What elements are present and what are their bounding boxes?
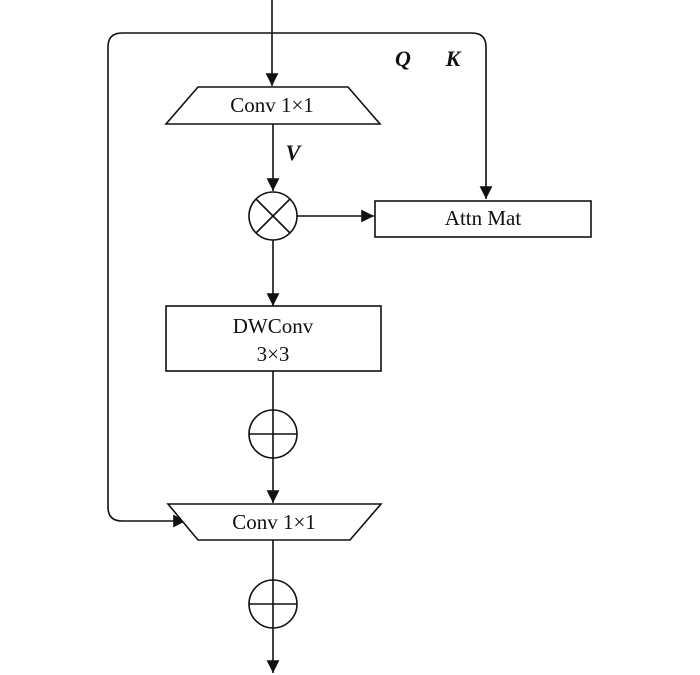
qk-line — [272, 32, 493, 199]
multiply-operator-icon — [248, 191, 298, 241]
attn-mat-label: Attn Mat — [445, 206, 522, 230]
add-operator-icon-2 — [248, 579, 298, 629]
dwconv-label-line2: 3×3 — [257, 342, 290, 366]
conv-top-block — [164, 86, 382, 125]
k-label: K — [445, 46, 462, 71]
conv-bottom-label: Conv 1×1 — [232, 510, 316, 534]
skip-connection-line — [107, 32, 272, 528]
v-label: V — [286, 140, 303, 165]
conv-bottom-block — [166, 503, 383, 541]
attn-mat-block — [374, 200, 592, 238]
dwconv-block — [165, 305, 382, 372]
conv-top-label: Conv 1×1 — [230, 93, 314, 117]
q-label: Q — [395, 46, 411, 71]
dwconv-label-line1: DWConv — [233, 314, 314, 338]
add-operator-icon-1 — [248, 409, 298, 459]
